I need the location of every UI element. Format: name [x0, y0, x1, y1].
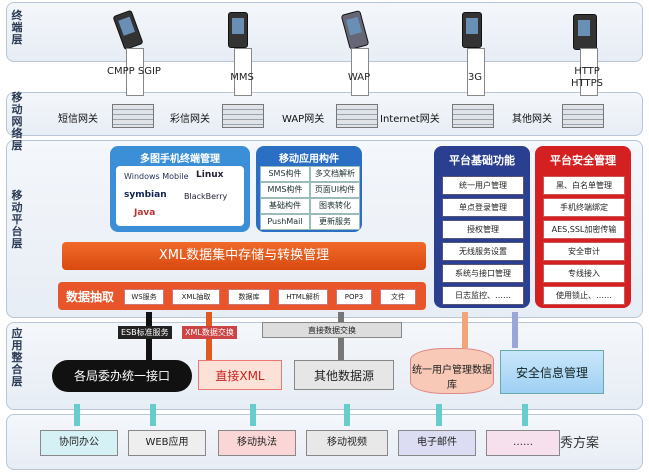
protocol-label: 3G — [467, 72, 483, 83]
os-logo: BlackBerry — [184, 192, 228, 201]
up-down-arrow-icon — [467, 48, 485, 96]
phone-icon — [228, 12, 248, 48]
os-logo: Linux — [196, 170, 224, 180]
app-connector — [250, 404, 256, 426]
extract-item: HTML解析 — [278, 289, 328, 305]
security-info-box: 安全信息管理 — [500, 350, 604, 394]
layer-label-terminal: 终端层 — [11, 9, 23, 46]
gateway-label: 其他网关 — [512, 114, 552, 125]
gateway-label: WAP网关 — [282, 114, 325, 125]
security-item: 使用锁止、…… — [543, 286, 625, 305]
xml-storage-bar: XML数据集中存储与转换管理 — [62, 242, 426, 270]
protocol-label: CMPP SGIP — [107, 66, 161, 77]
component-cell: MMS构件 — [260, 182, 310, 198]
component-cell: 更新服务 — [310, 214, 360, 230]
app-box: 移动执法 — [218, 430, 296, 456]
panel-title: 平台基础功能 — [449, 154, 515, 167]
platform-security-panel: 平台安全管理 黑、白名单管理 手机终端绑定 AES,SSL加密传输 安全审计 专… — [535, 146, 631, 308]
os-logo: Java — [134, 208, 156, 218]
layer-label-platform: 移动平台层 — [11, 189, 23, 250]
app-connector — [74, 404, 80, 426]
security-item: AES,SSL加密传输 — [543, 220, 625, 239]
function-item: 日志监控、…… — [442, 286, 524, 305]
security-item: 专线接入 — [543, 264, 625, 283]
function-item: 授权管理 — [442, 220, 524, 239]
server-icon — [222, 104, 264, 128]
terminal-management-panel: 多图手机终端管理 Windows Mobile Linux symbian Bl… — [110, 146, 250, 232]
data-extract-label: 数据抽取 — [66, 290, 115, 304]
xml-exchange-label: XML数据交换 — [182, 326, 237, 339]
extract-item: POP3 — [336, 289, 372, 305]
os-logo: Windows Mobile — [124, 172, 189, 181]
os-logo: symbian — [124, 190, 167, 200]
watermark: 秀方案 — [560, 436, 600, 451]
security-item: 安全审计 — [543, 242, 625, 261]
other-sources-box: 其他数据源 — [294, 360, 394, 390]
function-item: 系统与接口管理 — [442, 264, 524, 283]
up-down-arrow-icon — [580, 48, 598, 96]
esb-label: ESB标准服务 — [118, 326, 172, 339]
direct-exchange-label: 直接数据交换 — [262, 322, 402, 338]
panel-title: 多图手机终端管理 — [140, 154, 220, 165]
server-icon — [336, 104, 378, 128]
app-box: 协同办公 — [40, 430, 118, 456]
component-cell: 多文档解析 — [310, 166, 360, 182]
component-cell: PushMail — [260, 214, 310, 230]
panel-title: 平台安全管理 — [550, 154, 616, 167]
app-connector — [522, 404, 528, 426]
gateway-label: 短信网关 — [58, 114, 98, 125]
panel-title: 移动应用构件 — [279, 154, 339, 165]
gateway-label: 彩信网关 — [170, 114, 210, 125]
function-item: 统一用户管理 — [442, 176, 524, 195]
app-box: WEB应用 — [128, 430, 206, 456]
extract-item: XML抽取 — [172, 289, 220, 305]
up-down-arrow-icon — [351, 48, 369, 96]
app-connector — [436, 404, 442, 426]
server-icon — [112, 104, 154, 128]
components-panel: 移动应用构件 SMS构件 多文档解析 MMS构件 页面UI构件 基础构件 图表转… — [256, 146, 362, 232]
security-item: 手机终端绑定 — [543, 198, 625, 217]
unified-interface-box: 各局委办统一接口 — [52, 360, 192, 392]
function-item: 无线服务设置 — [442, 242, 524, 261]
server-icon — [562, 104, 604, 128]
user-database-icon: 统一用户管理数据库 — [410, 348, 494, 394]
component-cell: SMS构件 — [260, 166, 310, 182]
app-connector — [150, 404, 156, 426]
up-down-arrow-icon — [126, 48, 144, 96]
component-cell: 页面UI构件 — [310, 182, 360, 198]
app-box: 电子邮件 — [398, 430, 476, 456]
connector-arrow-icon — [512, 312, 518, 348]
gateway-label: Internet网关 — [380, 114, 440, 125]
app-box: …… — [486, 430, 560, 456]
os-logo-box: Windows Mobile Linux symbian BlackBerry … — [116, 166, 244, 226]
function-item: 单点登录管理 — [442, 198, 524, 217]
component-cell: 图表转化 — [310, 198, 360, 214]
protocol-label: WAP — [347, 72, 371, 83]
protocol-label: HTTP HTTPS — [571, 66, 603, 89]
direct-xml-box: 直接XML — [198, 360, 282, 390]
app-box: 移动视频 — [306, 430, 388, 456]
app-connector — [344, 404, 350, 426]
phone-icon — [462, 12, 482, 48]
layer-label-integration: 应用整合层 — [11, 327, 23, 388]
extract-item: 文件 — [380, 289, 416, 305]
terminal-layer-band — [6, 2, 643, 62]
layer-label-network: 移动网络层 — [11, 91, 23, 152]
connector-arrow-icon — [462, 312, 468, 348]
platform-functions-panel: 平台基础功能 统一用户管理 单点登录管理 授权管理 无线服务设置 系统与接口管理… — [434, 146, 530, 308]
component-cell: 基础构件 — [260, 198, 310, 214]
server-icon — [452, 104, 494, 128]
extract-item: 数据库 — [228, 289, 270, 305]
security-item: 黑、白名单管理 — [543, 176, 625, 195]
up-down-arrow-icon — [234, 48, 252, 96]
extract-item: WS服务 — [124, 289, 164, 305]
phone-icon — [573, 14, 597, 50]
protocol-label: MMS — [230, 72, 254, 83]
